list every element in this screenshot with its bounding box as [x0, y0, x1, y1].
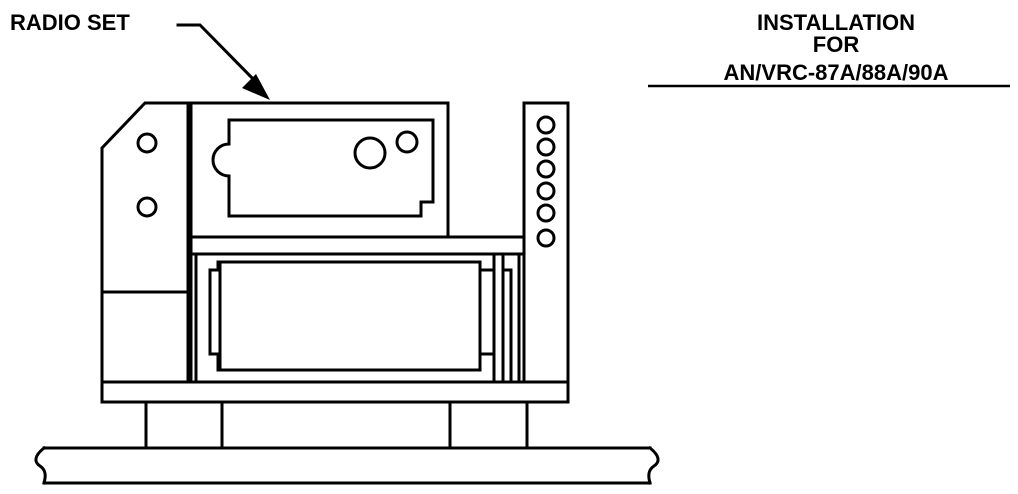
title-line-1: INSTALLATION: [757, 10, 915, 35]
separator-rail: [189, 235, 526, 256]
radio-set-callout: RADIO SET: [10, 10, 270, 100]
bar-hole-4: [536, 181, 556, 201]
left-mount-bracket: [100, 101, 190, 384]
bar-hole-6: [536, 228, 556, 248]
radio-front-panel: [211, 118, 435, 218]
title-block: INSTALLATION FOR AN/VRC-87A/88A/90A: [648, 10, 1010, 88]
floor-break-right: [647, 445, 660, 485]
right-mount-bar: [522, 101, 570, 384]
radio-knob-small: [395, 130, 419, 154]
mount-legs: [144, 400, 529, 450]
bracket-hole-2: [136, 196, 158, 218]
title-line-2: FOR: [813, 32, 860, 57]
bar-hole-1: [536, 115, 556, 135]
leader-line: [176, 23, 261, 87]
title-line-3: AN/VRC-87A/88A/90A: [724, 60, 949, 85]
lower-mount: [189, 252, 521, 384]
vehicle-floor: [34, 445, 660, 485]
bracket-hole-1: [136, 132, 158, 154]
floor-break-left: [34, 445, 47, 485]
base-plate: [100, 380, 570, 404]
radio-set: [189, 101, 450, 239]
radio-set-label: RADIO SET: [10, 10, 130, 35]
radio-knob-large: [353, 136, 387, 170]
bar-hole-5: [536, 203, 556, 223]
bar-hole-3: [536, 159, 556, 179]
leader-arrowhead: [242, 74, 270, 100]
bar-hole-2: [536, 137, 556, 157]
